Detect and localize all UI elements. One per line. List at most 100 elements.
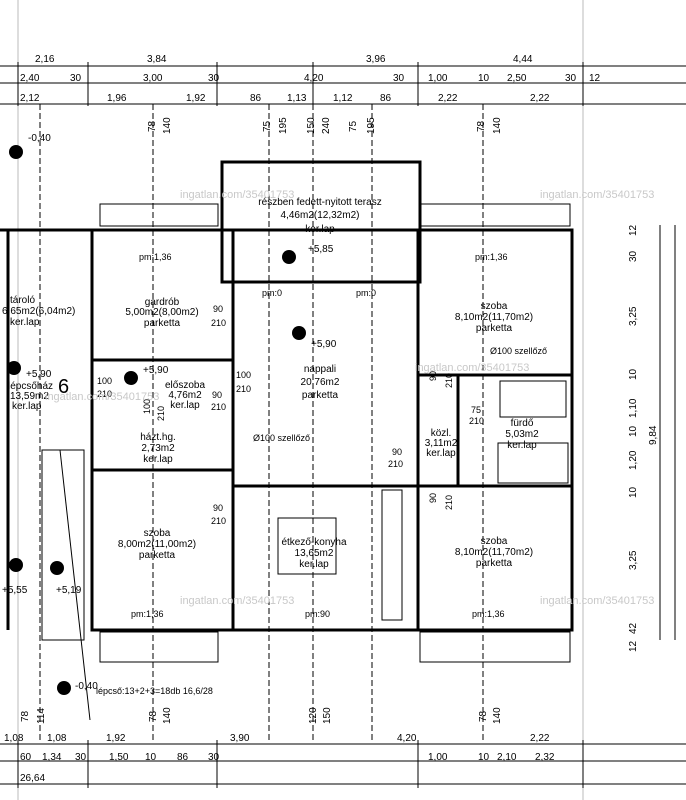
room-hazt-area: 2,73m2 [141, 443, 175, 454]
room-szoba-se-name: szoba [481, 536, 508, 547]
bdim-2-9: 2,10 [497, 752, 517, 763]
dim-t3-0: 2,12 [20, 93, 40, 104]
dim-t2-8: 2,50 [507, 73, 527, 84]
room-etkezo-name: étkező-konyha [281, 537, 346, 548]
vdim-5: 240 [321, 117, 332, 134]
dim-t3-5: 1,12 [333, 93, 353, 104]
room-eloszoba-name: előszoba [165, 380, 205, 391]
door-width: 100 [142, 399, 152, 414]
dim-t2-4: 4,20 [304, 73, 324, 84]
bdim-total: 26,64 [20, 773, 45, 784]
level-label: -0,40 [75, 681, 98, 692]
door-width: 100 [97, 376, 112, 386]
ceiling-height-label: pm:1,36 [472, 609, 505, 619]
room-gardrob-name: gardrób [145, 297, 180, 308]
dim-t1-1: 3,84 [147, 54, 167, 65]
walls [0, 160, 574, 632]
door-width: 100 [236, 370, 251, 380]
vdim-b5: 150 [322, 707, 333, 724]
dim-t2-0: 2,40 [20, 73, 40, 84]
room-tarolo-name: tároló [10, 295, 35, 306]
vdim-6: 75 [348, 120, 359, 132]
level-labels: -0,40 +5,90 +5,85 +5,90 +5,90 +5,55 +5,1… [2, 133, 337, 692]
dim-t2-6: 1,00 [428, 73, 448, 84]
vdim-b4: 120 [308, 707, 319, 724]
misc-labels: pm:1,36 pm:1,36 pm:0 pm:0 pm:1,36 pm:90 … [58, 252, 547, 696]
rdim-2: 3,25 [628, 306, 639, 326]
room-furdo-name: fürdő [511, 418, 534, 429]
vdim-2: 75 [262, 120, 273, 132]
room-szoba-ne-floor: parketta [476, 323, 513, 334]
ceiling-height-label: pm:1,36 [475, 252, 508, 262]
vdim-b7: 140 [492, 707, 503, 724]
door-height: 210 [388, 459, 403, 469]
bdim-2-8: 10 [478, 752, 490, 763]
watermarks: ingatlan.com/35401753 ingatlan.com/35401… [45, 189, 654, 607]
vdim-8: 78 [476, 120, 487, 132]
bdim-2-2: 30 [75, 752, 87, 763]
room-szoba-se-area: 8,10m2(11,70m2) [455, 547, 533, 558]
door-width: 90 [212, 390, 222, 400]
top-dimension-labels: 2,16 3,84 3,96 4,44 2,40 30 3,00 30 4,20… [20, 54, 601, 104]
bdim-2-6: 30 [208, 752, 220, 763]
level-markers [7, 145, 306, 695]
dim-t2-5: 30 [393, 73, 405, 84]
watermark: ingatlan.com/35401753 [540, 189, 654, 201]
door-height: 210 [236, 384, 251, 394]
bdim-1-0: 1,08 [4, 733, 24, 744]
vdim-b0: 78 [20, 710, 31, 722]
watermark: ingatlan.com/35401753 [540, 595, 654, 607]
dim-t1-0: 2,16 [35, 54, 55, 65]
room-tarolo-floor: ker.lap [10, 317, 40, 328]
door-width: 90 [392, 447, 402, 457]
level-label: +5,90 [26, 369, 52, 380]
door-height: 210 [211, 516, 226, 526]
door-width: 75 [471, 405, 481, 415]
dim-t2-9: 30 [565, 73, 577, 84]
level-label: +5,90 [143, 365, 169, 376]
dim-t3-4: 1,13 [287, 93, 307, 104]
door-width: 90 [213, 503, 223, 513]
door-labels: 90 210 100 210 100 210 90 210 90 210 75 … [97, 304, 484, 526]
ceiling-height-label: pm:1,36 [139, 252, 172, 262]
vdim-3: 195 [278, 117, 289, 134]
rdim-7: 10 [628, 486, 639, 498]
bdim-2-0: 60 [20, 752, 32, 763]
bdim-2-7: 1,00 [428, 752, 448, 763]
bdim-1-5: 2,22 [530, 733, 550, 744]
dim-t2-3: 30 [208, 73, 220, 84]
room-tarolo-area: 6,65m2(6,04m2) [2, 306, 75, 317]
ceiling-height-label: pm:0 [356, 288, 376, 298]
room-furdo-floor: ker.lap [507, 440, 537, 451]
room-hazt-name: házt.hg. [140, 432, 176, 443]
bdim-2-3: 1,50 [109, 752, 129, 763]
dim-t2-7: 10 [478, 73, 490, 84]
vdim-b2: 78 [148, 710, 159, 722]
door-height: 210 [211, 402, 226, 412]
door-width: 90 [428, 371, 438, 381]
vdim-b6: 78 [478, 710, 489, 722]
rdim-1: 30 [628, 250, 639, 262]
bdim-1-2: 1,92 [106, 733, 126, 744]
rdim-total: 9,84 [648, 425, 659, 445]
vdim-1: 140 [162, 117, 173, 134]
bdim-2-10: 2,32 [535, 752, 555, 763]
dim-t2-2: 3,00 [143, 73, 163, 84]
rdim-3: 10 [628, 368, 639, 380]
level-label: -0,40 [28, 133, 51, 144]
room-kozl-floor: ker.lap [426, 448, 456, 459]
room-terasz-area: 4,46m2(12,32m2) [281, 210, 360, 221]
room-kozl-name: közl. [431, 428, 452, 439]
dim-t3-3: 86 [250, 93, 262, 104]
vdim-0: 78 [147, 120, 158, 132]
room-szoba-sw-name: szoba [144, 528, 171, 539]
door-height: 210 [156, 406, 166, 421]
watermark: ingatlan.com/35401753 [45, 391, 159, 403]
bdim-1-3: 3,90 [230, 733, 250, 744]
bdim-2-1: 1,34 [42, 752, 62, 763]
bdim-1-4: 4,20 [397, 733, 417, 744]
dim-t3-2: 1,92 [186, 93, 206, 104]
dim-t3-1: 1,96 [107, 93, 127, 104]
door-height: 210 [469, 416, 484, 426]
